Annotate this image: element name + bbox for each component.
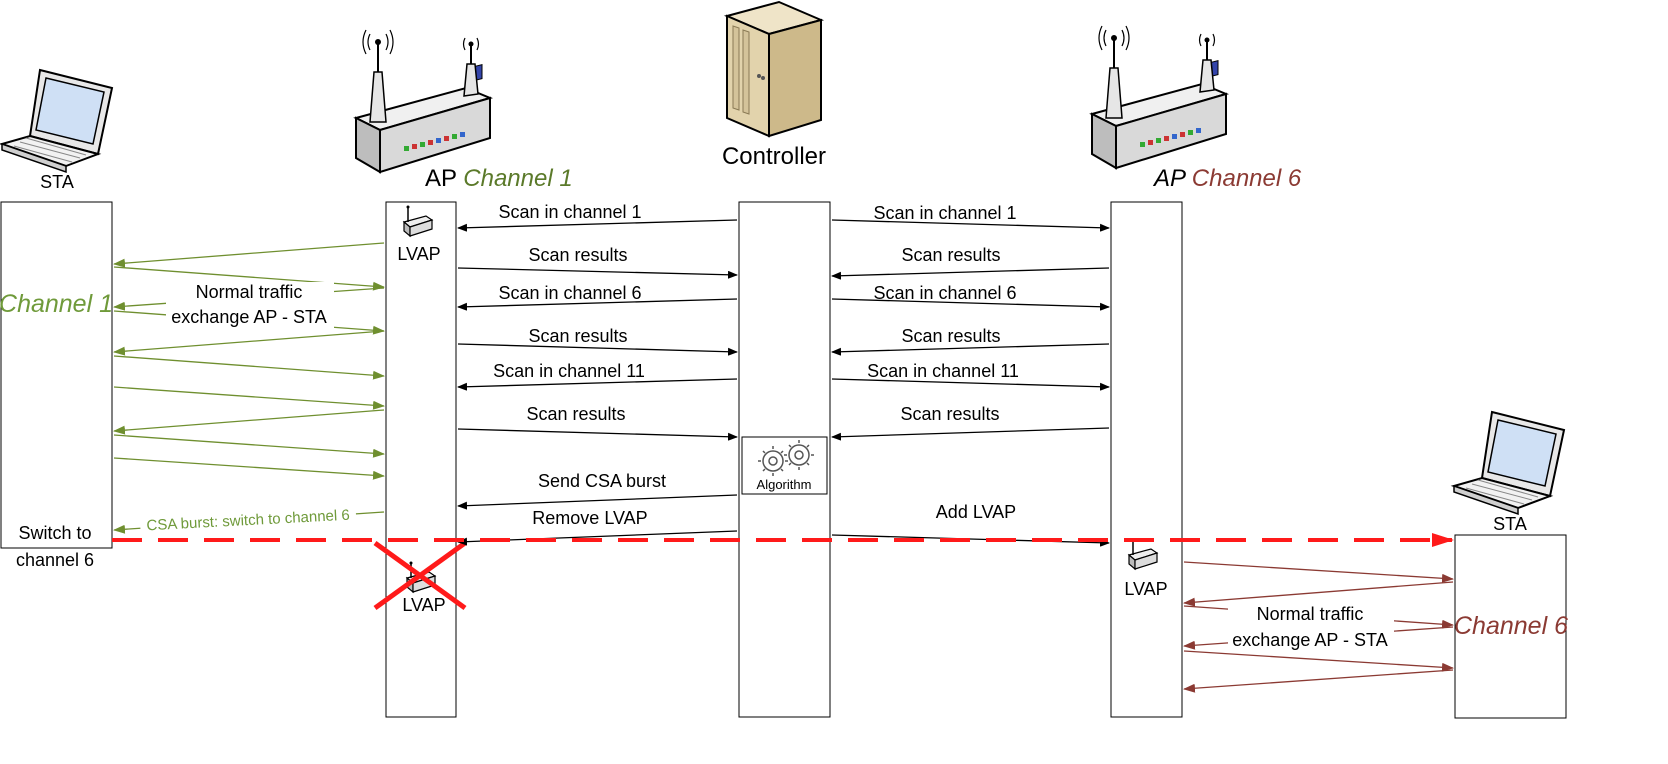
messages-left: Scan in channel 1 Scan results Scan in c… — [457, 202, 738, 546]
msg-left-label: Scan in channel 1 — [498, 202, 641, 222]
ap-right-label: AP Channel 6 — [1152, 165, 1302, 192]
msg-left-arrow — [457, 219, 738, 232]
algorithm-box — [741, 436, 828, 495]
msg-right-arrow — [831, 219, 1110, 232]
msg-left-label: Scan results — [528, 245, 627, 265]
lvap-router-icon — [1127, 538, 1159, 571]
msg-right-label: Add LVAP — [936, 502, 1016, 522]
controller-label: Controller — [722, 143, 826, 170]
msg-left-label: Send CSA burst — [538, 471, 666, 491]
sta-left-channel: Channel 1 — [0, 290, 113, 318]
msg-left-arrow — [457, 428, 738, 441]
sta-left-switch-line1: Switch to — [18, 523, 91, 543]
messages-right: Scan in channel 1 Scan results Scan in c… — [831, 203, 1110, 547]
traffic-right-line2: exchange AP - STA — [1232, 630, 1387, 650]
sta-left-label: STA — [40, 172, 74, 192]
msg-left-label: Scan in channel 11 — [493, 361, 645, 381]
lvap-right-label: LVAP — [1124, 579, 1167, 599]
msg-left-arrow — [457, 343, 738, 356]
msg-right-arrow — [831, 427, 1110, 441]
msg-right-label: Scan results — [901, 245, 1000, 265]
msg-right-label: Scan results — [900, 404, 999, 424]
laptop-icon — [1450, 410, 1566, 516]
sta-right-box — [1454, 534, 1567, 719]
msg-left-arrow — [457, 494, 738, 510]
msg-right-arrow — [831, 267, 1110, 280]
ap-left-channel: Channel 1 — [463, 165, 572, 192]
traffic-left-line1: Normal traffic — [196, 282, 303, 302]
msg-right-arrow — [831, 298, 1110, 311]
access-point-icon — [1089, 25, 1230, 170]
sta-left-box — [0, 201, 113, 549]
msg-right-arrow — [831, 534, 1110, 547]
msg-left-label: Scan results — [526, 404, 625, 424]
lvap-router-icon — [402, 205, 434, 238]
ap-right-prefix: AP — [1152, 165, 1186, 192]
traffic-right-line1: Normal traffic — [1257, 604, 1364, 624]
msg-right-arrow — [831, 378, 1110, 391]
ap-left-label: AP Channel 1 — [425, 165, 573, 192]
traffic-right-label-bg — [1228, 604, 1394, 652]
sta-right-label: STA — [1493, 514, 1527, 534]
msg-left-arrow — [457, 298, 738, 311]
lvap-removed-label: LVAP — [402, 595, 445, 615]
sta-right-channel: Channel 6 — [1454, 612, 1568, 640]
csa-label-bg — [139, 504, 357, 532]
msg-right-arrow — [831, 343, 1110, 356]
msg-right-label: Scan in channel 11 — [867, 361, 1019, 381]
msg-right-label: Scan results — [901, 326, 1000, 346]
ap-right-box — [1110, 201, 1183, 718]
algorithm-label: Algorithm — [757, 477, 812, 492]
msg-left-label: Scan in channel 6 — [498, 283, 641, 303]
msg-left-arrow — [457, 378, 738, 391]
sta-left-switch-line2: channel 6 — [16, 550, 94, 570]
msg-left-label: Remove LVAP — [532, 508, 647, 528]
laptop-icon — [0, 68, 114, 174]
traffic-left-label-bg — [166, 282, 334, 330]
access-point-icon — [353, 29, 494, 174]
msg-left-arrow — [457, 267, 738, 279]
ap-right-channel: Channel 6 — [1192, 165, 1302, 192]
server-icon — [723, 0, 825, 138]
remove-cross-icon — [373, 540, 467, 611]
ap-left-box — [385, 201, 457, 718]
msg-left-label: Scan results — [528, 326, 627, 346]
msg-right-label: Scan in channel 6 — [873, 283, 1016, 303]
lvap-left-label: LVAP — [397, 244, 440, 264]
gears-icon — [758, 440, 814, 476]
ap-left-prefix: AP — [425, 165, 457, 192]
traffic-left-line2: exchange AP - STA — [171, 307, 326, 327]
msg-right-label: Scan in channel 1 — [873, 203, 1016, 223]
